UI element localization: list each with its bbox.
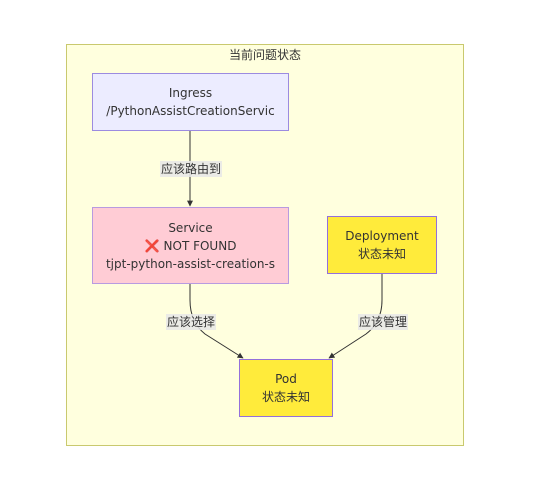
edge-label-select: 应该选择 (166, 314, 217, 330)
edge-label-route: 应该路由到 (160, 161, 223, 177)
cluster-title: 当前问题状态 (228, 48, 301, 62)
edge-label-manage: 应该管理 (358, 314, 409, 330)
service-status: ❌NOT FOUND (145, 237, 237, 255)
ingress-node: Ingress /PythonAssistCreationServic (92, 73, 289, 131)
service-status-text: NOT FOUND (163, 238, 237, 253)
deployment-node: Deployment 状态未知 (327, 216, 437, 274)
pod-status: 状态未知 (261, 390, 310, 404)
pod-title: Pod (275, 372, 297, 386)
ingress-path: /PythonAssistCreationServic (106, 104, 275, 118)
service-name: tjpt-python-assist-creation-s (105, 256, 276, 271)
service-title: Service (168, 220, 213, 235)
deployment-status: 状态未知 (357, 247, 406, 261)
deployment-title: Deployment (345, 229, 419, 243)
cross-icon: ❌ (144, 238, 160, 253)
ingress-title: Ingress (168, 86, 213, 100)
service-node: Service ❌NOT FOUND tjpt-python-assist-cr… (92, 207, 289, 284)
pod-node: Pod 状态未知 (239, 359, 333, 417)
